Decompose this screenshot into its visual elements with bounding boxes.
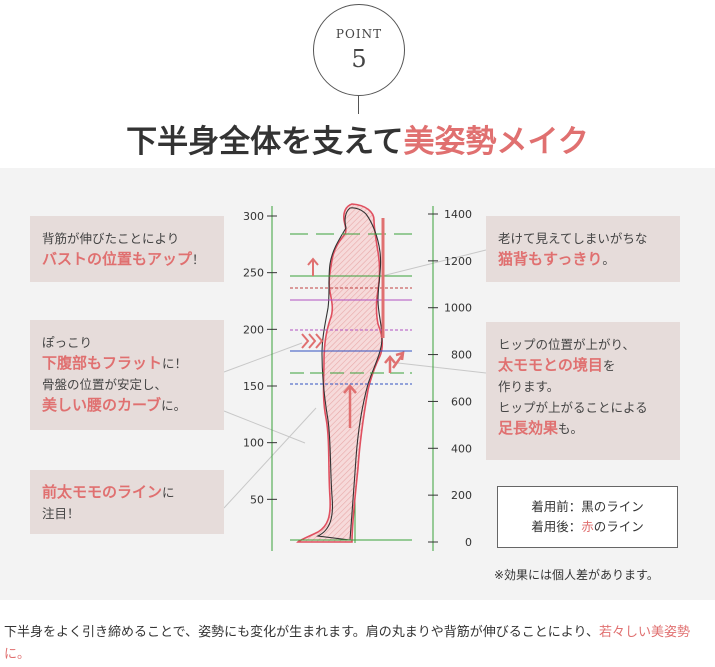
legend-box: 着用前：黒のライン 着用後：赤のライン xyxy=(497,486,678,548)
left-axis-tick-100-label: 100 xyxy=(243,437,264,450)
legend-before: 着用前：黒のライン xyxy=(531,499,644,514)
left-axis-tick-50-label: 50 xyxy=(250,493,264,506)
right-axis-tick-1000-label: 1000 xyxy=(444,302,472,315)
point-number: 5 xyxy=(351,45,367,73)
callout-hip-tail2: も。 xyxy=(558,421,584,436)
right-axis-tick-200-label: 200 xyxy=(451,489,472,502)
connector-hip xyxy=(397,362,487,374)
callout-bust-line1: 背筋が伸びたことにより xyxy=(42,231,180,246)
arrow-hip-up xyxy=(384,351,405,373)
left-axis-tick-150-label: 150 xyxy=(243,380,264,393)
callout-thigh-highlight: 前太モモのライン xyxy=(42,483,163,501)
right-axis-tick-600-label: 600 xyxy=(451,395,472,408)
callout-bust-tail: ！ xyxy=(192,252,205,267)
arrow-belly-in xyxy=(301,333,324,349)
callout-hip: ヒップの位置が上がり、 太モモとの境目を 作ります。 ヒップが上がることによる … xyxy=(486,322,680,460)
right-axis-tick-1200-label: 1200 xyxy=(444,255,472,268)
callout-belly-tail1: に！ xyxy=(162,356,188,371)
left-axis-tick-250-label: 250 xyxy=(243,267,264,280)
point-badge: POINT 5 xyxy=(313,4,405,96)
callout-hip-line1: ヒップの位置が上がり、 xyxy=(498,337,636,352)
right-axis-tick-1400-label: 1400 xyxy=(444,208,472,221)
footer-accent: 若々しい美姿勢に。 xyxy=(4,625,691,662)
callout-bust-highlight: バストの位置もアップ xyxy=(42,250,193,268)
callout-bust: 背筋が伸びたことにより バストの位置もアップ！ xyxy=(30,216,224,282)
point-label: POINT xyxy=(335,27,383,41)
callout-thigh: 前太モモのラインに 注目！ xyxy=(30,470,224,534)
callout-hip-highlight1: 太モモとの境目 xyxy=(498,356,603,374)
callout-thigh-tail1: に xyxy=(162,485,175,500)
callout-thigh-line2: 注目！ xyxy=(42,506,80,521)
footer-text: 下半身をよく引き締めることで、姿勢にも変化が生まれます。肩の丸まりや背筋が伸びる… xyxy=(4,622,712,666)
callout-belly-highlight1: 下腹部もフラット xyxy=(42,354,163,372)
callout-belly-highlight2: 美しい腰のカーブ xyxy=(42,396,162,414)
callout-back-tail: 。 xyxy=(602,252,615,267)
right-axis-tick-800-label: 800 xyxy=(451,349,472,362)
right-axis: 1400 1200 1000 800 600 400 200 0 xyxy=(428,208,472,549)
left-axis-tick-300-label: 300 xyxy=(243,210,264,223)
connector-bust xyxy=(223,410,306,444)
callout-hip-line4: ヒップが上がることによる xyxy=(498,400,648,415)
connector-back xyxy=(381,249,487,277)
posture-diagram: 300 250 200 150 100 50 1400 1200 1000 800 600 400 2… xyxy=(223,203,487,551)
callout-belly-line3: 骨盤の位置が安定し、 xyxy=(42,377,168,392)
callout-back-line1: 老けて見えてしまいがちな xyxy=(498,231,648,246)
disclaimer-note: ※効果には個人差があります。 xyxy=(494,568,659,582)
left-axis-tick-200-label: 200 xyxy=(243,323,264,336)
callout-hip-highlight2: 足長効果 xyxy=(498,419,559,437)
legend-after-red: 赤 xyxy=(581,519,594,534)
left-axis: 300 250 200 150 100 50 xyxy=(243,210,277,506)
callout-belly: ぽっこり 下腹部もフラットに！ 骨盤の位置が安定し、 美しい腰のカーブに。 xyxy=(30,320,224,430)
connector-thigh xyxy=(223,407,317,509)
arrow-bust-up xyxy=(307,257,319,276)
right-axis-tick-400-label: 400 xyxy=(451,442,472,455)
page-title: 下半身全体を支えて美姿勢メイク xyxy=(0,116,715,161)
connector-belly xyxy=(223,342,303,373)
footer-body: 下半身をよく引き締めることで、姿勢にも変化が生まれます。肩の丸まりや背筋が伸びる… xyxy=(4,625,600,640)
title-accent: 美姿勢メイク xyxy=(403,124,589,160)
callout-hip-line3: 作ります。 xyxy=(498,379,560,394)
badge-stem xyxy=(358,96,359,114)
callout-belly-line1: ぽっこり xyxy=(42,335,93,350)
callout-hip-tail1: を xyxy=(602,358,616,373)
legend-after-prefix: 着用後： xyxy=(531,519,582,534)
legend-after-suffix: のライン xyxy=(593,519,644,534)
callout-back: 老けて見えてしまいがちな 猫背もすっきり。 xyxy=(486,216,680,282)
right-axis-tick-0-label: 0 xyxy=(465,536,472,549)
title-main: 下半身全体を支えて xyxy=(126,124,404,160)
callout-belly-tail2: に。 xyxy=(161,398,187,413)
arrow-thigh-up xyxy=(343,384,357,428)
callout-back-highlight: 猫背もすっきり xyxy=(498,250,603,268)
